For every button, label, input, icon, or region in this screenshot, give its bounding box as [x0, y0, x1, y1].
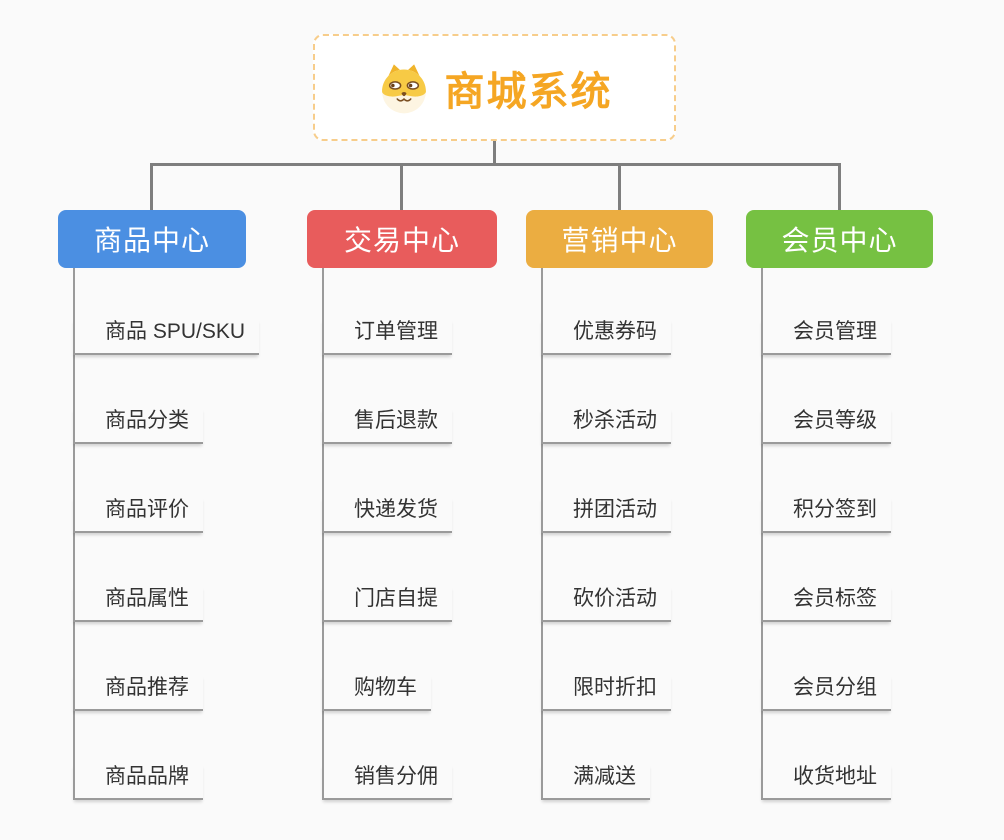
branch-label: 交易中心: [343, 225, 460, 256]
subtopic[interactable]: 优惠券码: [541, 319, 671, 355]
connector-drop: [618, 163, 621, 210]
branch-label: 营销中心: [561, 225, 678, 256]
subtopic[interactable]: 会员等级: [761, 408, 891, 444]
connector-drop: [400, 163, 403, 210]
subtopic[interactable]: 砍价活动: [541, 586, 671, 622]
branch-children-members: 会员管理 会员等级 积分签到 会员标签 会员分组 收货地址: [761, 268, 1001, 800]
connector-drop: [838, 163, 841, 210]
branch-children-trade: 订单管理 售后退款 快递发货 门店自提 购物车 销售分佣: [322, 268, 562, 800]
subtopic[interactable]: 商品属性: [73, 586, 203, 622]
subtopic[interactable]: 拼团活动: [541, 497, 671, 533]
subtopic[interactable]: 秒杀活动: [541, 408, 671, 444]
subtopic[interactable]: 商品分类: [73, 408, 203, 444]
branch-children-marketing: 优惠券码 秒杀活动 拼团活动 砍价活动 限时折扣 满减送: [541, 268, 781, 800]
branch-topic-marketing[interactable]: 营销中心: [526, 210, 713, 268]
subtopic[interactable]: 商品品牌: [73, 764, 203, 800]
subtopic[interactable]: 收货地址: [761, 764, 891, 800]
subtopic[interactable]: 门店自提: [322, 586, 452, 622]
subtopic[interactable]: 订单管理: [322, 319, 452, 355]
connector-drop: [150, 163, 153, 210]
subtopic[interactable]: 商品评价: [73, 497, 203, 533]
branch-topic-trade[interactable]: 交易中心: [307, 210, 497, 268]
dog-face-icon: [377, 61, 431, 115]
subtopic[interactable]: 销售分佣: [322, 764, 452, 800]
subtopic[interactable]: 积分签到: [761, 497, 891, 533]
connector-bus: [150, 163, 841, 166]
subtopic[interactable]: 商品推荐: [73, 675, 203, 711]
subtopic[interactable]: 会员管理: [761, 319, 891, 355]
branch-topic-products[interactable]: 商品中心: [58, 210, 246, 268]
subtopic[interactable]: 满减送: [541, 764, 650, 800]
connector-root-stem: [493, 140, 496, 166]
subtopic[interactable]: 购物车: [322, 675, 431, 711]
branch-label: 会员中心: [781, 225, 898, 256]
subtopic[interactable]: 售后退款: [322, 408, 452, 444]
branch-children-products: 商品 SPU/SKU 商品分类 商品评价 商品属性 商品推荐 商品品牌: [73, 268, 313, 800]
branch-label: 商品中心: [93, 225, 210, 256]
subtopic[interactable]: 会员标签: [761, 586, 891, 622]
subtopic[interactable]: 商品 SPU/SKU: [73, 319, 260, 355]
root-topic[interactable]: 商城系统: [313, 34, 676, 141]
root-topic-label: 商城系统: [444, 69, 613, 114]
subtopic[interactable]: 快递发货: [322, 497, 452, 533]
subtopic[interactable]: 会员分组: [761, 675, 891, 711]
subtopic[interactable]: 限时折扣: [541, 675, 671, 711]
branch-topic-members[interactable]: 会员中心: [746, 210, 933, 268]
